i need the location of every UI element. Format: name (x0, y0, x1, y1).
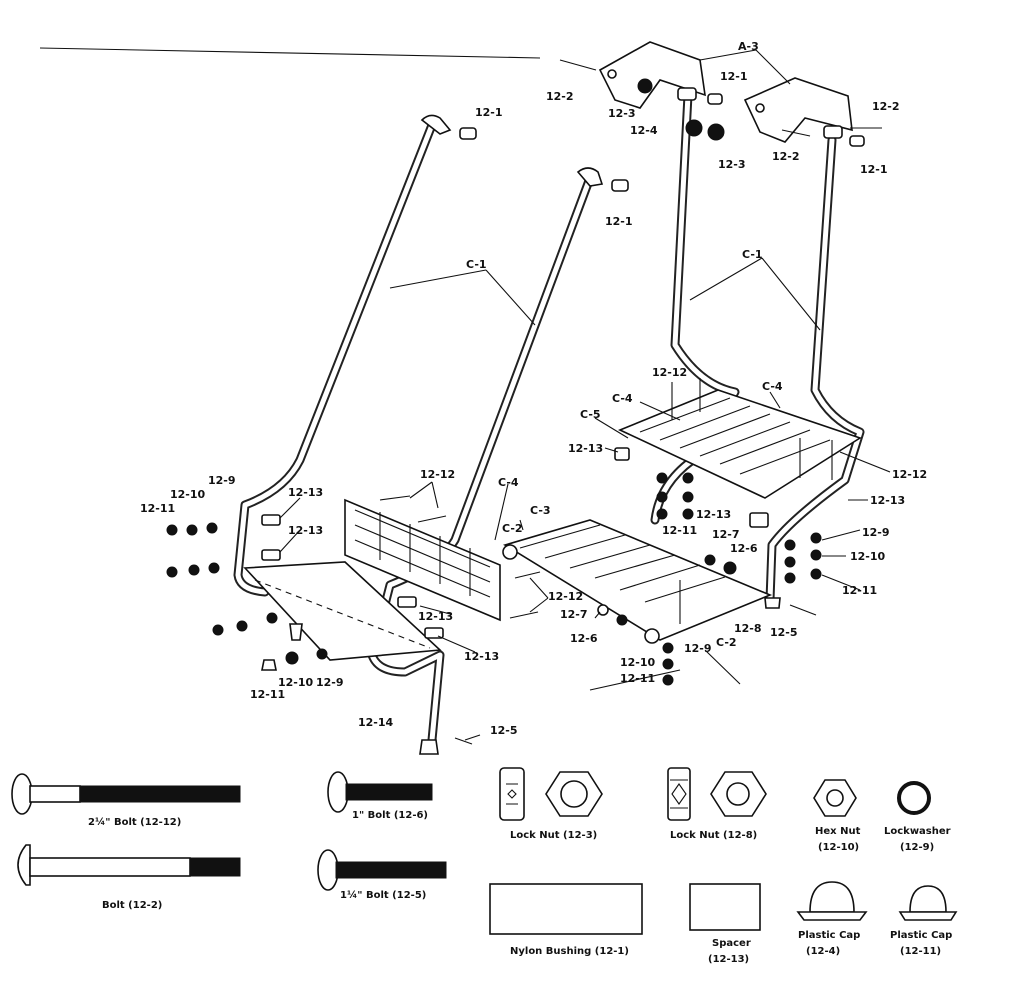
label-12-7-b: 12-7 (560, 608, 588, 621)
legend-hex-nut: Hex Nut (12-10) (813, 779, 861, 853)
legend-bolt-1-25: 1¼" Bolt (12-5) (317, 849, 447, 901)
legend-bolt-1-25-label: 1¼" Bolt (12-5) (340, 889, 426, 901)
label-12-11-d: 12-11 (620, 672, 655, 685)
label-12-11-b: 12-11 (842, 584, 877, 597)
label-12-2-b: 12-2 (772, 150, 800, 163)
label-12-10-c: 12-10 (620, 656, 656, 669)
label-12-13-b: 12-13 (870, 494, 905, 507)
label-12-14: 12-14 (358, 716, 394, 729)
legend-nylon-bushing-label: Nylon Bushing (12-1) (510, 946, 629, 957)
exploded-fasteners (166, 59, 882, 755)
label-12-2: 12-2 (546, 90, 574, 103)
label-c5: C-5 (580, 408, 601, 421)
legend-plastic-cap-12-11: Plastic Cap (12-11) (890, 885, 958, 957)
legend-lock-nut-12-8: Lock Nut (12-8) (667, 767, 767, 841)
label-12-12-b: 12-12 (892, 468, 927, 481)
label-12-12-d: 12-12 (548, 590, 583, 603)
label-12-7-a: 12-7 (712, 528, 740, 541)
legend-bolt-1-label: 1" Bolt (12-6) (352, 810, 428, 821)
part-labels: A-3 12-2 12-3 12-4 12-1 12-3 12-2 12-2 1… (140, 40, 927, 737)
label-c3: C-3 (530, 504, 551, 517)
legend-bolt-12-2: Bolt (12-2) (17, 844, 241, 911)
label-12-13-e: 12-13 (288, 524, 323, 537)
label-c1-left: C-1 (466, 258, 487, 271)
label-12-13-c: 12-13 (696, 508, 731, 521)
label-12-1-top: 12-1 (720, 70, 748, 83)
label-12-1-a: 12-1 (475, 106, 503, 119)
label-12-5-a: 12-5 (770, 626, 798, 639)
label-12-9-b: 12-9 (208, 474, 236, 487)
label-12-5-b: 12-5 (490, 724, 518, 737)
label-a3: A-3 (738, 40, 759, 53)
label-12-10-d: 12-10 (278, 676, 314, 689)
left-seat-assembly (243, 498, 501, 661)
label-12-9-a: 12-9 (862, 526, 890, 539)
label-12-10-b: 12-10 (170, 488, 206, 501)
label-12-13-d: 12-13 (288, 486, 323, 499)
legend-spacer: Spacer (12-13) (689, 883, 761, 965)
label-12-13-a: 12-13 (568, 442, 603, 455)
legend-plastic-cap-12-4: Plastic Cap (12-4) (796, 881, 868, 957)
legend-hex-nut-code: (12-10) (818, 842, 859, 853)
label-12-1-c: 12-1 (860, 163, 888, 176)
label-c1-right: C-1 (742, 248, 763, 261)
leader-lines (39, 47, 891, 741)
label-c4-c: C-4 (498, 476, 519, 489)
legend-spacer-label: Spacer (712, 938, 751, 949)
label-12-11-c: 12-11 (140, 502, 175, 515)
label-c2-b: C-2 (716, 636, 737, 649)
legend-lockwasher-label: Lockwasher (884, 826, 951, 837)
legend-plastic-cap-12-4-code: (12-4) (806, 946, 840, 957)
legend-lock-nut-12-8-label: Lock Nut (12-8) (670, 830, 757, 841)
legend-lock-nut-12-3-label: Lock Nut (12-3) (510, 830, 597, 841)
legend-plastic-cap-12-11-label: Plastic Cap (890, 930, 952, 941)
label-12-3: 12-3 (608, 107, 636, 120)
label-c4-a: C-4 (612, 392, 633, 405)
parts-legend: 2¼" Bolt (12-12) Bolt (12-2) 1" Bolt (12… (11, 767, 958, 965)
label-12-10-a: 12-10 (850, 550, 886, 563)
label-12-6-b: 12-6 (570, 632, 598, 645)
legend-bolt-2-25: 2¼" Bolt (12-12) (11, 773, 241, 828)
legend-bolt-1: 1" Bolt (12-6) (327, 771, 433, 821)
label-12-2-c: 12-2 (872, 100, 900, 113)
label-12-12-a: 12-12 (652, 366, 687, 379)
label-12-9-c: 12-9 (684, 642, 712, 655)
hanger-brackets (598, 41, 853, 143)
legend-lockwasher: Lockwasher (12-9) (884, 781, 951, 853)
label-12-11-a: 12-11 (662, 524, 697, 537)
legend-nylon-bushing: Nylon Bushing (12-1) (489, 883, 643, 957)
legend-bolt-2-25-label: 2¼" Bolt (12-12) (88, 816, 181, 828)
legend-bolt-12-2-label: Bolt (12-2) (102, 900, 162, 911)
label-12-12-c: 12-12 (420, 468, 455, 481)
label-12-4: 12-4 (630, 124, 658, 137)
label-12-11-e: 12-11 (250, 688, 285, 701)
legend-hex-nut-label: Hex Nut (815, 826, 861, 837)
label-c4-b: C-4 (762, 380, 783, 393)
label-12-8: 12-8 (734, 622, 762, 635)
legend-plastic-cap-12-4-label: Plastic Cap (798, 930, 860, 941)
legend-plastic-cap-12-11-code: (12-11) (900, 946, 941, 957)
label-c2-a: C-2 (502, 522, 523, 535)
label-12-13-f: 12-13 (418, 610, 453, 623)
legend-lockwasher-code: (12-9) (900, 842, 934, 853)
label-12-3-b: 12-3 (718, 158, 746, 171)
label-12-13-g: 12-13 (464, 650, 499, 663)
legend-lock-nut-12-3: Lock Nut (12-3) (499, 767, 603, 841)
label-12-1-b: 12-1 (605, 215, 633, 228)
legend-spacer-code: (12-13) (708, 954, 749, 965)
label-12-6-a: 12-6 (730, 542, 758, 555)
label-12-9-d: 12-9 (316, 676, 344, 689)
